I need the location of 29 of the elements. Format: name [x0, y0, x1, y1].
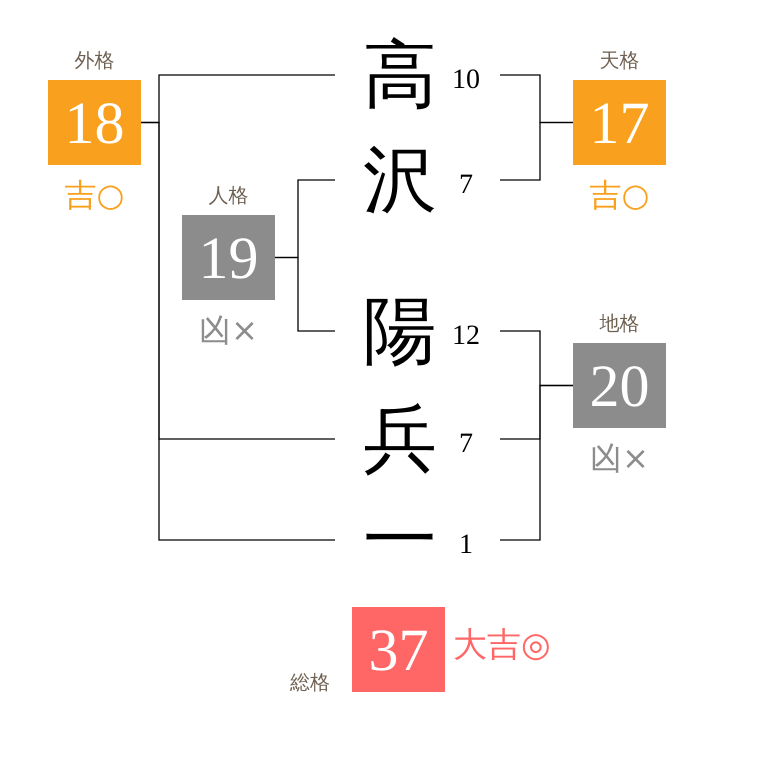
score-tile: 37: [352, 607, 445, 692]
category-label: 人格: [208, 183, 248, 207]
score-tile: 20: [573, 343, 666, 428]
stroke-count: 1: [459, 530, 473, 560]
connector-line: [141, 122, 335, 541]
category-label: 総格: [290, 670, 330, 694]
category-label: 外格: [74, 48, 114, 72]
score-tile: 17: [573, 80, 666, 165]
name-character: 兵: [363, 399, 437, 479]
verdict-label: 吉○: [64, 177, 124, 213]
stroke-count: 10: [452, 65, 480, 95]
name-character: 陽: [363, 291, 437, 371]
stroke-count: 7: [459, 429, 473, 459]
score-tile: 19: [182, 215, 275, 300]
connector-line: [500, 384, 573, 541]
connector-line: [500, 122, 573, 181]
category-label: 地格: [600, 311, 640, 335]
verdict-label: 吉○: [590, 177, 650, 213]
verdict-label: 凶×: [199, 312, 258, 348]
name-character: 沢: [363, 140, 437, 220]
name-character: 一: [363, 500, 437, 580]
stroke-count: 7: [459, 170, 473, 200]
score-tile: 18: [48, 80, 141, 165]
category-label: 天格: [600, 48, 640, 72]
name-character: 高: [363, 35, 437, 115]
connector-line: [275, 256, 335, 332]
stroke-count: 12: [452, 321, 480, 351]
verdict-label: 凶×: [590, 440, 649, 476]
verdict-label: 大吉◎: [453, 627, 551, 663]
